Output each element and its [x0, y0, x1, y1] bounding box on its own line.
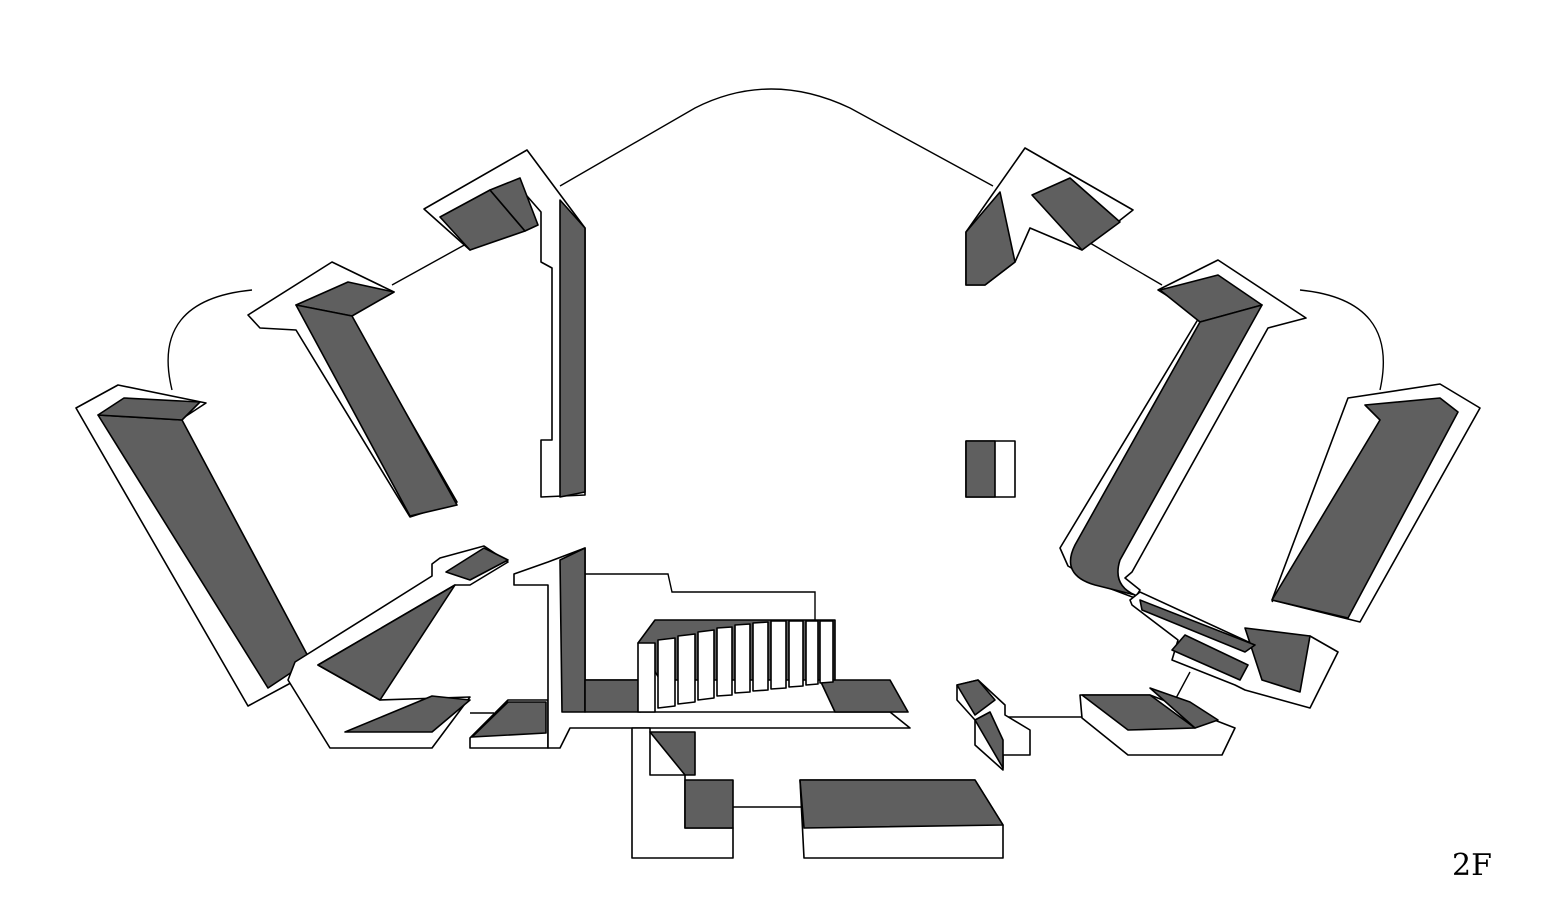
wall-central-core [513, 547, 911, 749]
wall-bottom-left-block [469, 699, 549, 749]
wall-right-lower-arm [1129, 591, 1339, 709]
wall-bottom-stepped [631, 727, 734, 859]
wall-upper-right-corner [965, 147, 1134, 286]
wall-far-left-long [75, 384, 311, 707]
floor-label: 2F [1452, 848, 1492, 883]
wall-bottom-right-block [1079, 687, 1236, 756]
wall-left-diagonal-beam [247, 261, 458, 518]
wall-right-diagonal-beam [1059, 259, 1307, 599]
wall-lower-left-arm [287, 545, 509, 749]
building-outline-lines [167, 88, 1384, 808]
column-block [965, 440, 1016, 498]
staircase [637, 619, 836, 713]
wall-far-right-long [1271, 383, 1481, 623]
wall-right-connector [956, 679, 1031, 771]
wall-bottom-center-block [799, 779, 1004, 859]
wall-upper-left-corner [423, 149, 586, 498]
